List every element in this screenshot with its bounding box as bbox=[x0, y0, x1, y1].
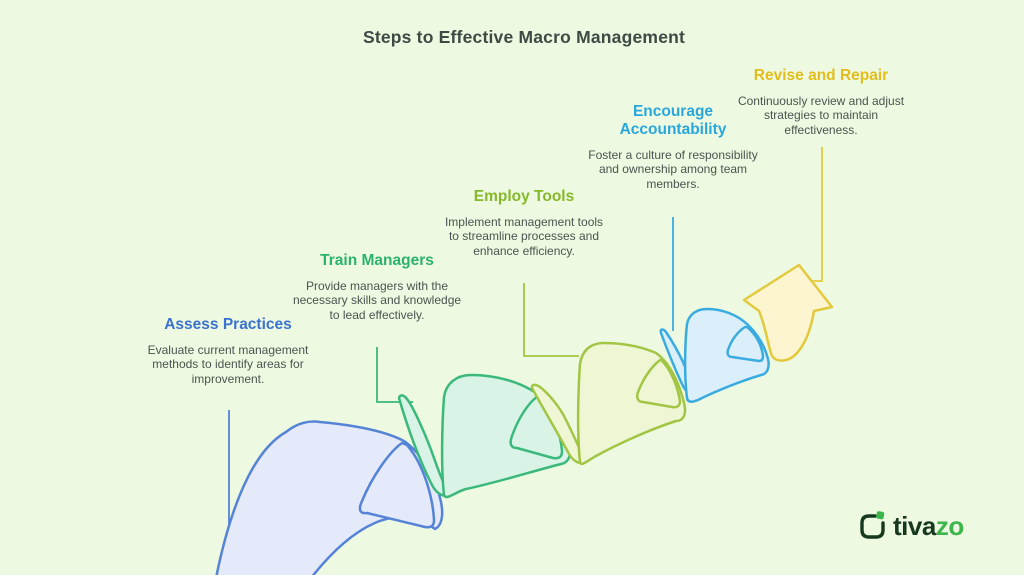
step-heading: Revise and Repair bbox=[753, 67, 889, 84]
connector-step-2 bbox=[376, 347, 413, 403]
brand-logo: tivazo bbox=[856, 510, 964, 542]
connector-step-3 bbox=[523, 283, 579, 357]
ribbon-segment-1 bbox=[215, 420, 444, 575]
connector-step-5 bbox=[811, 147, 823, 282]
ribbon-segment-4 bbox=[659, 307, 770, 403]
ribbon-flap-3 bbox=[635, 358, 682, 409]
ribbon-flap-4 bbox=[726, 325, 765, 363]
step-block-employ-tools: Employ Tools Implement management tools … bbox=[439, 188, 609, 258]
step-description: Continuously review and adjust strategie… bbox=[737, 93, 905, 137]
logo-text-primary: tiva bbox=[893, 510, 936, 541]
step-block-train-managers: Train Managers Provide managers with the… bbox=[292, 252, 462, 322]
step-description: Foster a culture of responsibility and o… bbox=[588, 147, 758, 191]
step-block-revise-and-repair: Revise and Repair Continuously review an… bbox=[736, 67, 906, 137]
logo-wordmark: tivazo bbox=[893, 511, 964, 542]
up-arrow bbox=[742, 263, 834, 362]
step-heading: Employ Tools bbox=[473, 188, 575, 205]
connector-lines bbox=[228, 147, 823, 524]
page-title: Steps to Effective Macro Management bbox=[362, 27, 686, 47]
step-block-encourage-accountability: Encourage Accountability Foster a cultur… bbox=[588, 103, 758, 191]
ribbon-flap-1 bbox=[358, 441, 436, 529]
step-heading: Train Managers bbox=[320, 252, 434, 269]
tivazo-logo-icon bbox=[860, 511, 885, 539]
logo-leaf-shape bbox=[876, 511, 885, 520]
step-block-assess-practices: Assess Practices Evaluate current manage… bbox=[143, 316, 313, 386]
step-description: Implement management tools to streamline… bbox=[444, 214, 604, 258]
step-description: Evaluate current management methods to i… bbox=[147, 342, 309, 386]
logo-text-accent: zo bbox=[935, 510, 964, 541]
step-description: Provide managers with the necessary skil… bbox=[292, 278, 462, 322]
step-heading: Assess Practices bbox=[164, 316, 292, 333]
step-heading: Encourage Accountability bbox=[619, 103, 727, 138]
logo-bracket-shape bbox=[860, 514, 885, 539]
ribbon-segment-3 bbox=[530, 341, 687, 466]
